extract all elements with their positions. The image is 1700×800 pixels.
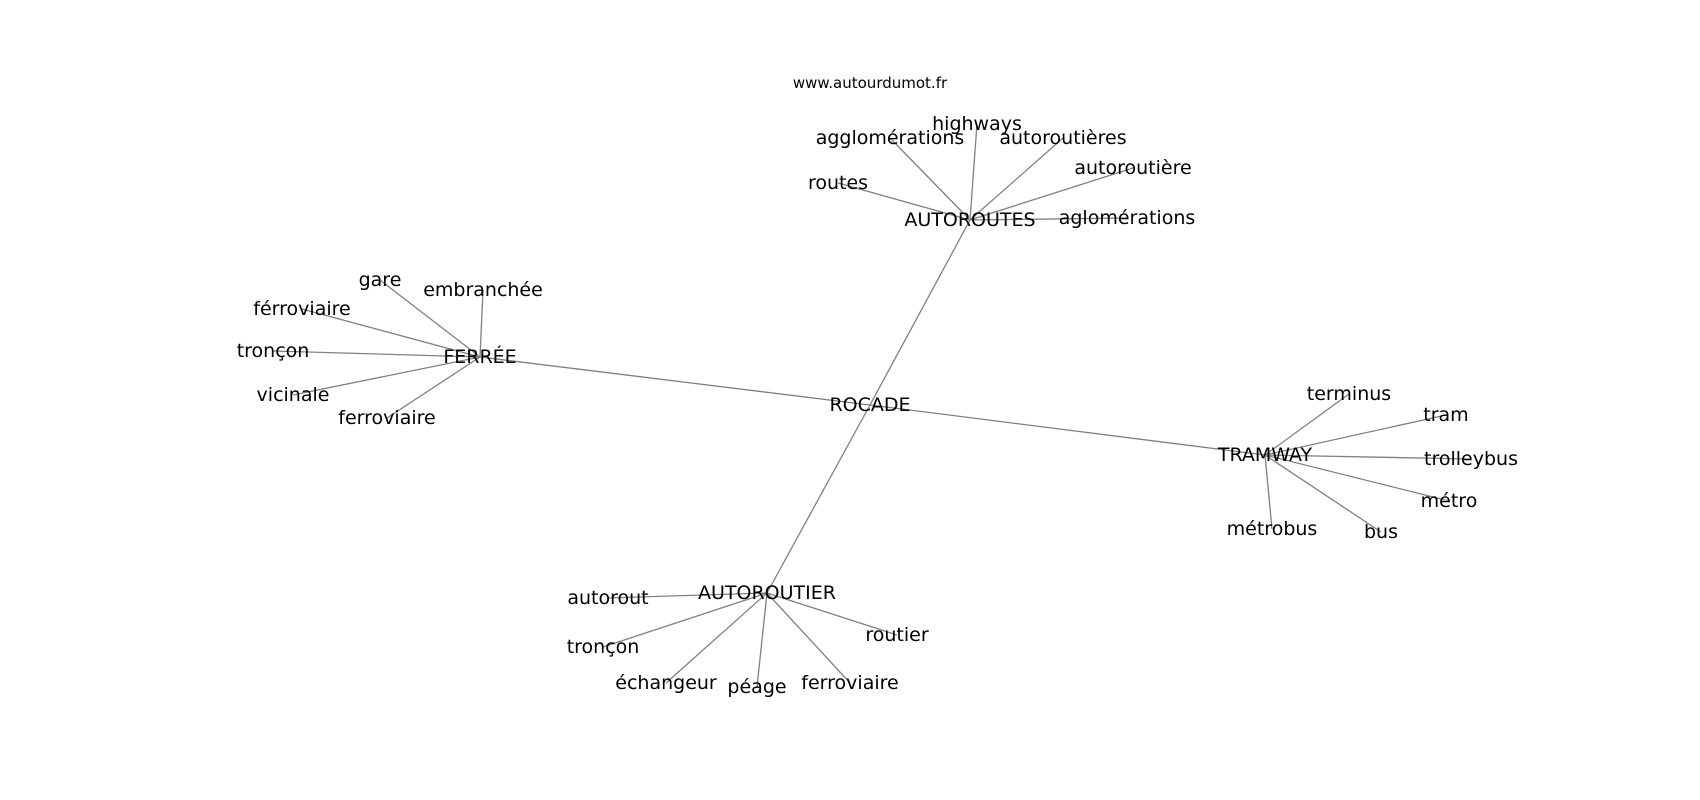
word-node-label: agglomérations	[816, 127, 965, 149]
hub-node-label: TRAMWAY	[1217, 444, 1313, 466]
edge-hub-to-word	[479, 289, 484, 358]
edge-hub-to-word	[386, 356, 481, 419]
graph-edges	[272, 123, 1472, 688]
hub-node-label: AUTOROUTIER	[698, 582, 836, 604]
edge-hub-to-word	[889, 137, 971, 221]
edge-center-to-hub	[869, 404, 1266, 456]
edge-hub-to-word	[1264, 454, 1273, 530]
edge-hub-to-word	[1264, 454, 1382, 533]
center-node-label: ROCADE	[829, 394, 910, 416]
edge-hub-to-word	[1264, 454, 1472, 460]
word-node-label: routes	[808, 172, 868, 194]
edge-hub-to-word	[272, 350, 481, 358]
edge-hub-to-word	[607, 592, 768, 599]
hub-node-label: AUTOROUTES	[904, 209, 1035, 231]
word-node-label: embranchée	[423, 279, 543, 301]
word-node-label: trolleybus	[1424, 448, 1518, 470]
word-node-label: gare	[359, 269, 402, 291]
edge-hub-to-word	[766, 592, 851, 684]
word-node-label: routier	[865, 624, 928, 646]
edge-hub-to-word	[969, 137, 1064, 221]
word-node-label: aglomérations	[1059, 207, 1196, 229]
edge-hub-to-word	[837, 182, 971, 221]
edge-hub-to-word	[969, 167, 1134, 221]
word-node-label: péage	[727, 676, 786, 698]
edge-hub-to-word	[1264, 454, 1450, 502]
word-node-label: métro	[1421, 490, 1478, 512]
word-node-label: ferroviaire	[338, 407, 435, 429]
word-node-label: autoroutières	[999, 127, 1126, 149]
graph-labels: www.autourdumot.fr ROCADE AUTOROUTES agglo…	[237, 74, 1518, 698]
edge-center-to-hub	[479, 356, 871, 406]
source-watermark: www.autourdumot.fr	[793, 74, 948, 92]
hub-node-label: FERRÉE	[443, 345, 516, 368]
word-node-label: bus	[1364, 521, 1398, 543]
word-node-label: autoroutière	[1074, 157, 1191, 179]
edge-hub-to-word	[1264, 414, 1447, 456]
edge-hub-to-word	[756, 592, 768, 688]
word-node-label: terminus	[1307, 383, 1391, 405]
edge-hub-to-word	[969, 123, 978, 221]
word-node-label: autorout	[567, 587, 648, 609]
edge-hub-to-word	[301, 308, 481, 358]
word-node-label: tronçon	[237, 340, 310, 362]
edge-hub-to-word	[379, 279, 481, 358]
word-node-label: tronçon	[567, 636, 640, 658]
edge-hub-to-word	[969, 217, 1128, 221]
edge-hub-to-word	[665, 592, 768, 684]
edge-center-to-hub	[766, 404, 871, 594]
word-node-label: vicinale	[257, 384, 330, 406]
word-node-label: échangeur	[615, 672, 717, 694]
edge-hub-to-word	[292, 356, 481, 396]
word-node-label: tram	[1423, 404, 1468, 426]
edge-center-to-hub	[869, 219, 971, 406]
word-node-label: ferroviaire	[801, 672, 898, 694]
word-node-label: highways	[932, 113, 1022, 135]
edge-hub-to-word	[602, 592, 768, 648]
edge-hub-to-word	[1264, 393, 1350, 456]
word-node-label: métrobus	[1227, 518, 1318, 540]
edge-hub-to-word	[766, 592, 898, 636]
word-node-label: férroviaire	[253, 298, 350, 320]
